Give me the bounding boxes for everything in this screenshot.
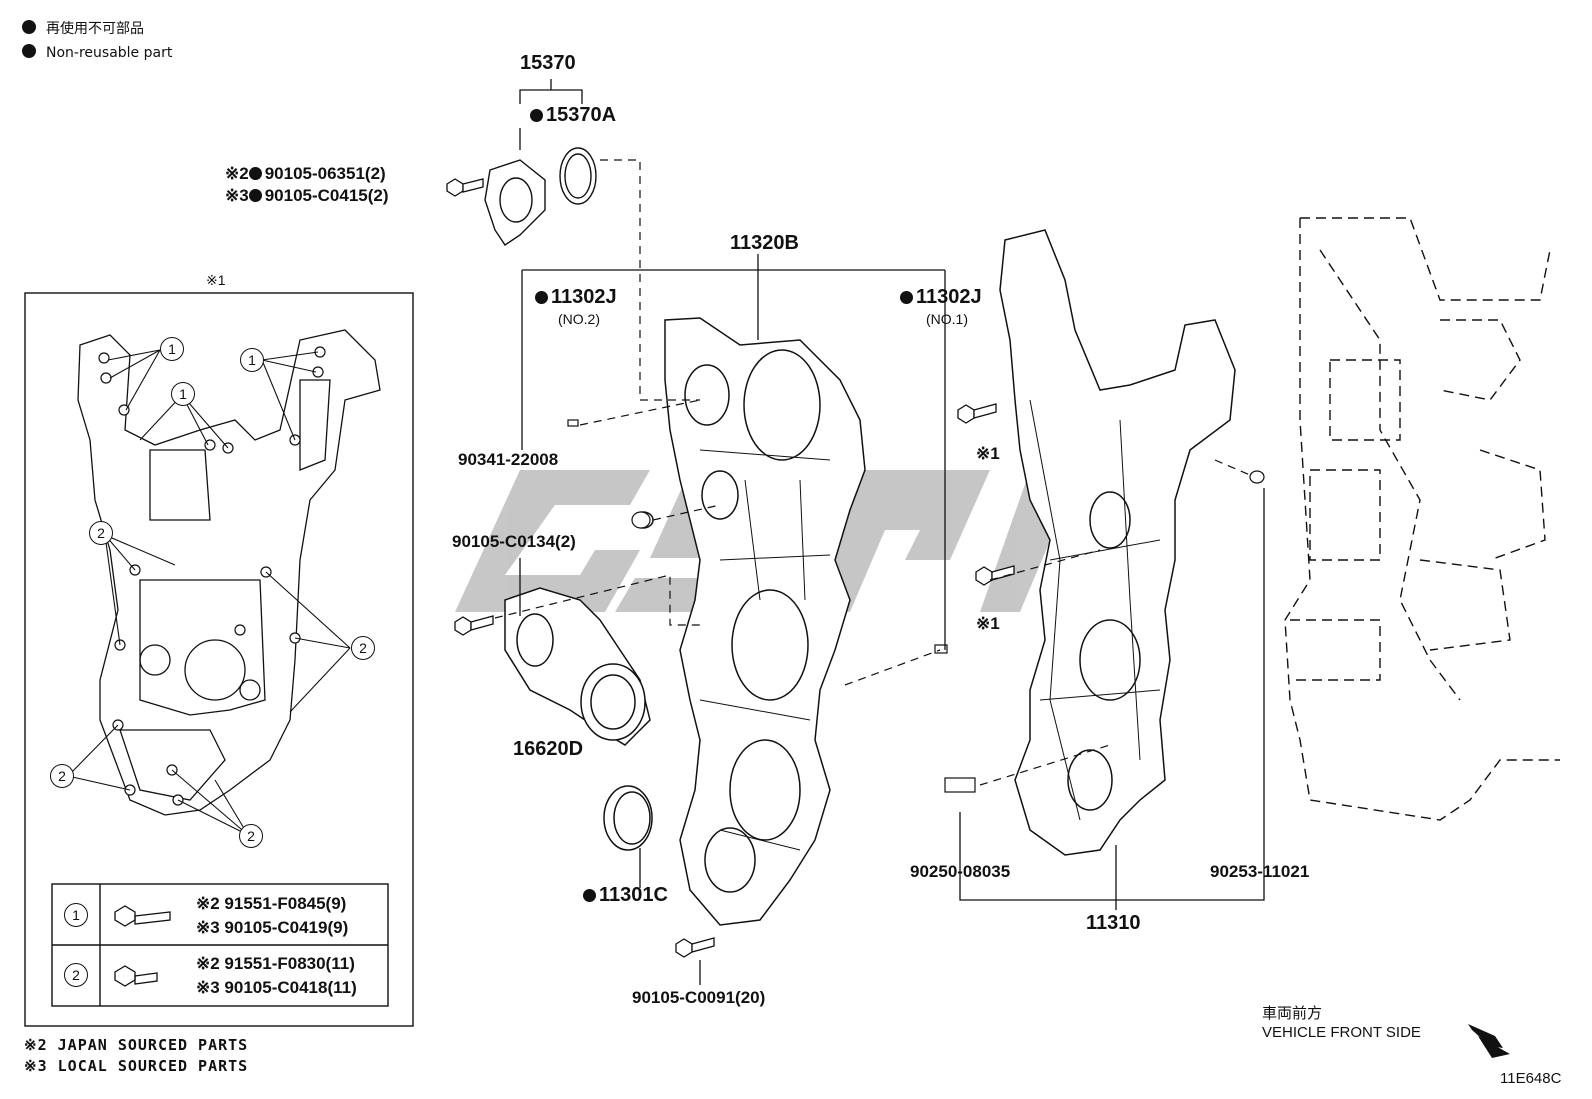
nonreusable-dot-icon bbox=[583, 889, 596, 902]
bolt-timing-cover bbox=[675, 937, 715, 958]
nonreusable-dot-icon bbox=[900, 291, 913, 304]
oil-seal-cover-15370 bbox=[484, 147, 597, 246]
belt-tensioner-16620D bbox=[504, 511, 654, 746]
inset-callout-1: 1 bbox=[240, 348, 264, 372]
inset-bolt-holes bbox=[98, 346, 326, 806]
part-label-no1: (NO.1) bbox=[926, 311, 968, 327]
timing-chain-cover-11320B bbox=[664, 317, 866, 926]
crank-oil-seal-11301C bbox=[603, 785, 653, 851]
part-label-90105-C0091: 90105-C0091(20) bbox=[632, 988, 766, 1007]
timing-cover-ribs bbox=[699, 449, 831, 851]
inset-table-bolt-icons bbox=[114, 905, 171, 987]
inset-callout-1: 1 bbox=[171, 382, 195, 406]
part-label-15370: 15370 bbox=[520, 52, 576, 74]
inset-row1-part-b: ※3 90105-C0419(9) bbox=[196, 918, 349, 937]
inset-table-callout-2: 2 bbox=[64, 963, 88, 987]
vehicle-front-en: VEHICLE FRONT SIDE bbox=[1262, 1024, 1421, 1041]
drawing-code: 11E648C bbox=[1500, 1070, 1562, 1087]
ref-note-1-upper: ※1 bbox=[976, 444, 1000, 463]
legend-nonreusable-jp: 再使用不可部品 bbox=[22, 18, 144, 38]
bolt-timing-case bbox=[957, 403, 1015, 586]
part-label-16620D: 16620D bbox=[513, 738, 584, 760]
inset-row2-part-b: ※3 90105-C0418(11) bbox=[196, 978, 357, 997]
nonreusable-dot-icon bbox=[248, 189, 262, 202]
inset-row1-part-a: ※2 91551-F0845(9) bbox=[196, 894, 347, 913]
timing-case-ribs bbox=[1029, 399, 1161, 821]
footnote-japan-sourced: ※2 JAPAN SOURCED PARTS bbox=[24, 1036, 249, 1054]
part-label-90250-08035: 90250-08035 bbox=[910, 862, 1011, 881]
footnote-local-sourced: ※3 LOCAL SOURCED PARTS bbox=[24, 1057, 249, 1075]
ref-note-1-lower: ※1 bbox=[976, 614, 1000, 633]
bolt-tensioner bbox=[454, 615, 494, 636]
part-label-90253-11021: 90253-11021 bbox=[1210, 862, 1310, 881]
assembly-guide-lines bbox=[494, 159, 1251, 786]
inset-callout-2: 2 bbox=[50, 764, 74, 788]
inset-title: ※1 bbox=[206, 272, 226, 288]
vehicle-front-jp: 車両前方 bbox=[1262, 1005, 1323, 1022]
part-label-no2: (NO.2) bbox=[558, 311, 600, 327]
part-label-11301C: 11301C bbox=[583, 884, 668, 907]
inset-callout-2: 2 bbox=[239, 824, 263, 848]
part-label-90105-C0134: 90105-C0134(2) bbox=[452, 532, 576, 551]
engine-block-reference-outline bbox=[1284, 217, 1560, 821]
nonreusable-dot-icon bbox=[22, 20, 36, 34]
bolt-oil-seal-cover bbox=[446, 178, 484, 197]
inset-callout-2: 2 bbox=[351, 636, 375, 660]
nonreusable-dot-icon bbox=[530, 109, 543, 122]
inset-table-callout-1: 1 bbox=[64, 903, 88, 927]
inset-box bbox=[24, 292, 414, 1027]
inset-row2-part-a: ※2 91551-F0830(11) bbox=[196, 954, 355, 973]
part-label-15370A: 15370A bbox=[530, 104, 616, 127]
inset-callout-1: 1 bbox=[160, 337, 184, 361]
inset-leader-lines bbox=[67, 349, 351, 836]
part-label-90341-22008: 90341-22008 bbox=[458, 450, 559, 469]
dowel-pins bbox=[567, 419, 1265, 793]
nonreusable-dot-icon bbox=[22, 44, 36, 58]
vehicle-front-arrow-icon bbox=[1468, 1024, 1510, 1058]
callout-brackets bbox=[519, 79, 1265, 985]
inset-timing-cover-outline bbox=[77, 329, 381, 816]
nonreusable-dot-icon bbox=[248, 167, 262, 180]
legend-nonreusable-en: Non-reusable part bbox=[22, 44, 172, 61]
inset-callout-2: 2 bbox=[89, 521, 113, 545]
part-label-11302J-no2: 11302J bbox=[535, 286, 617, 309]
part-label-11320B: 11320B bbox=[730, 232, 799, 254]
part-label-11310: 11310 bbox=[1086, 912, 1141, 934]
nonreusable-dot-icon bbox=[535, 291, 548, 304]
part-label-11302J-no1: 11302J bbox=[900, 286, 982, 309]
